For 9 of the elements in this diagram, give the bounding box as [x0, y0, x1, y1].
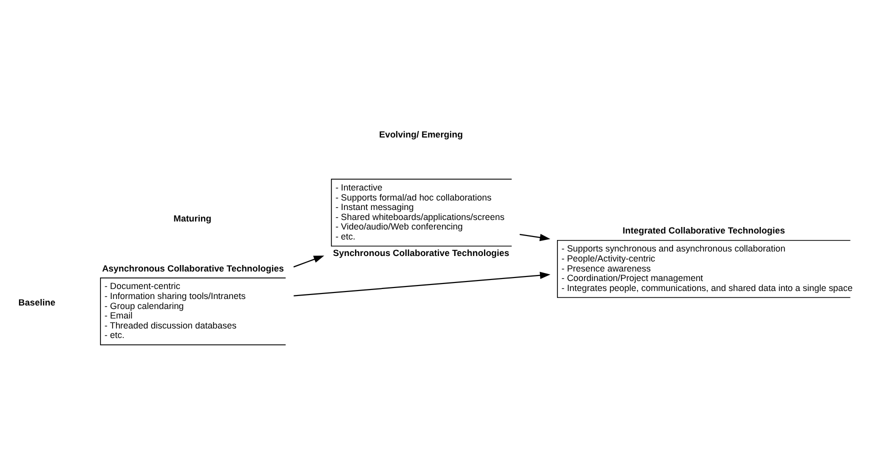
arrow [294, 272, 550, 296]
label: Maturing [173, 213, 212, 224]
label: Evolving/ Emerging [379, 129, 463, 140]
arrow [520, 234, 550, 242]
node-text: - Interactive - Supports formal/ad hoc collaborations - Instant messaging - Shared whiteboards/applications/screens - Video/audio/Web conferencing - etc. Synchronous Collaborative Technologies [333, 182, 510, 258]
arrow [293, 256, 324, 268]
node-text: Integrated Collaborative Technologies - Supports synchronous and asynchronous collaboration - People/Activity-centric - Presence awareness - Coordination/Project management - Integrates people, communications, and shared data into a single space [561, 226, 853, 293]
node-text: Asynchronous Collaborative Technologies - Document-centric - Information sharing tools/Intranets - Group calendaring - Email - Threaded discussion databases - etc. [102, 263, 284, 340]
label: Baseline [18, 298, 56, 308]
